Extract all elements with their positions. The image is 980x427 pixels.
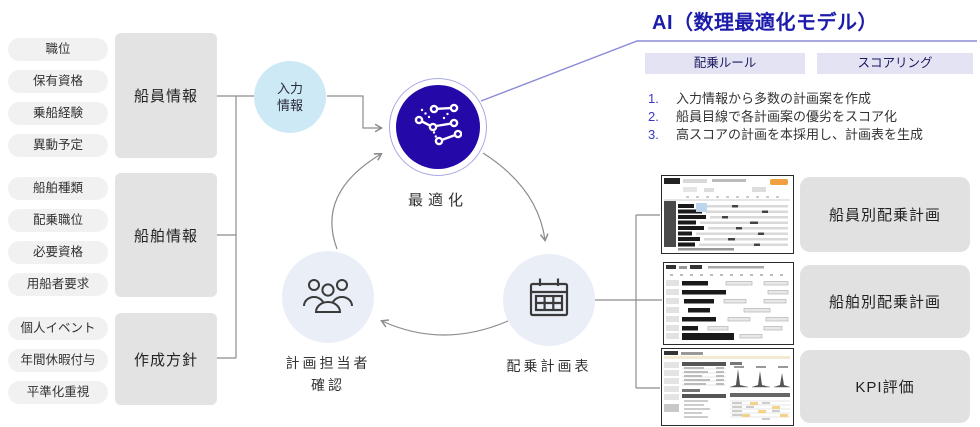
input-pill: 配乗職位 — [8, 209, 108, 232]
input-info-node: 入力 情報 — [254, 61, 326, 133]
input-info-label-line1: 入力 — [276, 81, 303, 96]
assignment-schedule-label: 配乗計画表 — [506, 358, 592, 374]
optimization-node-core — [396, 85, 480, 169]
input-pill: 年間休暇付与 — [8, 349, 108, 372]
ai-step-3-text: 高スコアの計画を本採用し、計画表を生成 — [676, 127, 924, 142]
planner-review-node — [282, 251, 374, 343]
optimization-node — [389, 78, 487, 176]
input-pill: 用船者要求 — [8, 273, 108, 296]
ai-step-1: 1. 入力情報から多数の計画案を作成 — [648, 90, 978, 107]
ai-step-2-text: 船員目線で各計画案の優劣をスコア化 — [676, 109, 898, 124]
network-graph-icon — [414, 101, 463, 154]
planner-review-label-line2: 確認 — [311, 377, 345, 393]
ai-step-3-number: 3. — [648, 127, 659, 142]
ai-step-3: 3. 高スコアの計画を本採用し、計画表を生成 — [648, 126, 978, 143]
people-icon — [300, 273, 356, 322]
ship-plan-screenshot-thumbnail — [663, 262, 794, 345]
output-label-crew-plan: 船員別配乗計画 — [800, 177, 970, 252]
input-pill: 乗船経験 — [8, 102, 108, 125]
input-pill: 平準化重視 — [8, 381, 108, 404]
ai-step-2: 2. 船員目線で各計画案の優劣をスコア化 — [648, 108, 978, 125]
input-info-label-line2: 情報 — [276, 98, 303, 113]
input-pill: 職位 — [8, 38, 108, 61]
input-pill: 異動予定 — [8, 134, 108, 157]
ai-step-1-text: 入力情報から多数の計画案を作成 — [676, 91, 872, 106]
output-label-vessel-plan: 船舶別配乗計画 — [800, 265, 970, 338]
kpi-dashboard-screenshot-thumbnail — [661, 348, 794, 426]
ai-step-1-number: 1. — [648, 91, 659, 106]
input-group-box-crew: 船員情報 — [115, 33, 217, 158]
ai-callout-line — [480, 40, 977, 102]
ai-step-list: 1. 入力情報から多数の計画案を作成 2. 船員目線で各計画案の優劣をスコア化 … — [648, 90, 978, 144]
input-pill: 船舶種類 — [8, 177, 108, 200]
planner-review-label-line1: 計画担当者 — [285, 355, 371, 371]
input-group-box-policy: 作成方針 — [115, 313, 217, 405]
input-pill: 保有資格 — [8, 70, 108, 93]
tab-assignment-rules: 配乗ルール — [645, 53, 805, 74]
crew-plan-screenshot-thumbnail — [661, 175, 794, 254]
tab-scoring: スコアリング — [817, 53, 973, 74]
ai-panel-title: AI（数理最適化モデル） — [652, 12, 878, 34]
assignment-schedule-node — [503, 254, 595, 346]
output-label-kpi: KPI評価 — [800, 350, 970, 423]
input-pill: 個人イベント — [8, 317, 108, 340]
input-pill: 必要資格 — [8, 241, 108, 264]
calendar-icon — [526, 275, 572, 326]
optimization-label: 最適化 — [407, 192, 468, 209]
input-group-box-vessel: 船舶情報 — [115, 173, 217, 297]
ai-step-2-number: 2. — [648, 109, 659, 124]
